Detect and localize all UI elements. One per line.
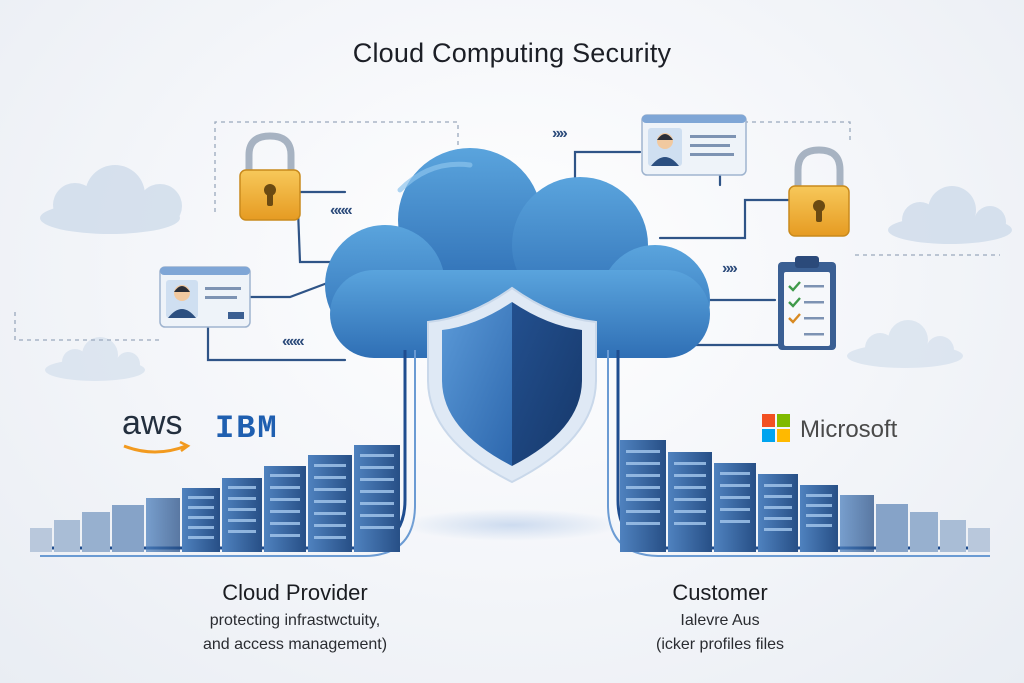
bg-cloud-right: [888, 186, 1012, 244]
aws-smile-icon: [123, 444, 187, 454]
flow-chevron-d: «««: [282, 333, 305, 350]
flow-chevron-b: «««: [330, 202, 353, 219]
id-card-icon-left: [159, 266, 251, 328]
provider-line-1: protecting infrastwctuity,: [209, 612, 381, 629]
aws-logo: aws: [122, 404, 183, 442]
server-racks-left: [30, 445, 400, 552]
server-rack-slots-left: [188, 454, 394, 539]
page-title: Cloud Computing Security: [352, 38, 672, 68]
microsoft-logo: Microsoft: [800, 416, 898, 443]
customer-line-2: (icker profiles files: [655, 636, 785, 653]
customer-heading: Customer: [672, 580, 768, 605]
bg-cloud-left-low: [45, 337, 145, 381]
central-cloud: [325, 148, 710, 358]
bg-cloud-right-low: [847, 320, 963, 368]
customer-line-1: Ialevre Aus: [680, 612, 760, 629]
flow-chevron-a: »»: [552, 125, 568, 142]
server-rack-slots-right: [626, 450, 832, 531]
floor-glow: [402, 509, 622, 541]
flow-chevron-c: »»: [722, 260, 738, 277]
padlock-icon-left: [239, 132, 301, 221]
bg-cloud-left: [40, 165, 182, 234]
id-card-icon-right: [641, 114, 747, 176]
clipboard-checklist-icon: [778, 256, 836, 350]
padlock-icon-right: [788, 146, 850, 237]
server-racks-right: [620, 440, 990, 552]
provider-line-2: and access management): [202, 636, 388, 653]
microsoft-logo-icon: [762, 414, 790, 442]
dashed-connectors: [14, 121, 1000, 341]
ibm-logo: IBM: [215, 410, 279, 447]
aws-arrow-icon: [179, 440, 191, 453]
provider-heading: Cloud Provider: [222, 580, 368, 605]
shield-icon: [427, 286, 597, 484]
